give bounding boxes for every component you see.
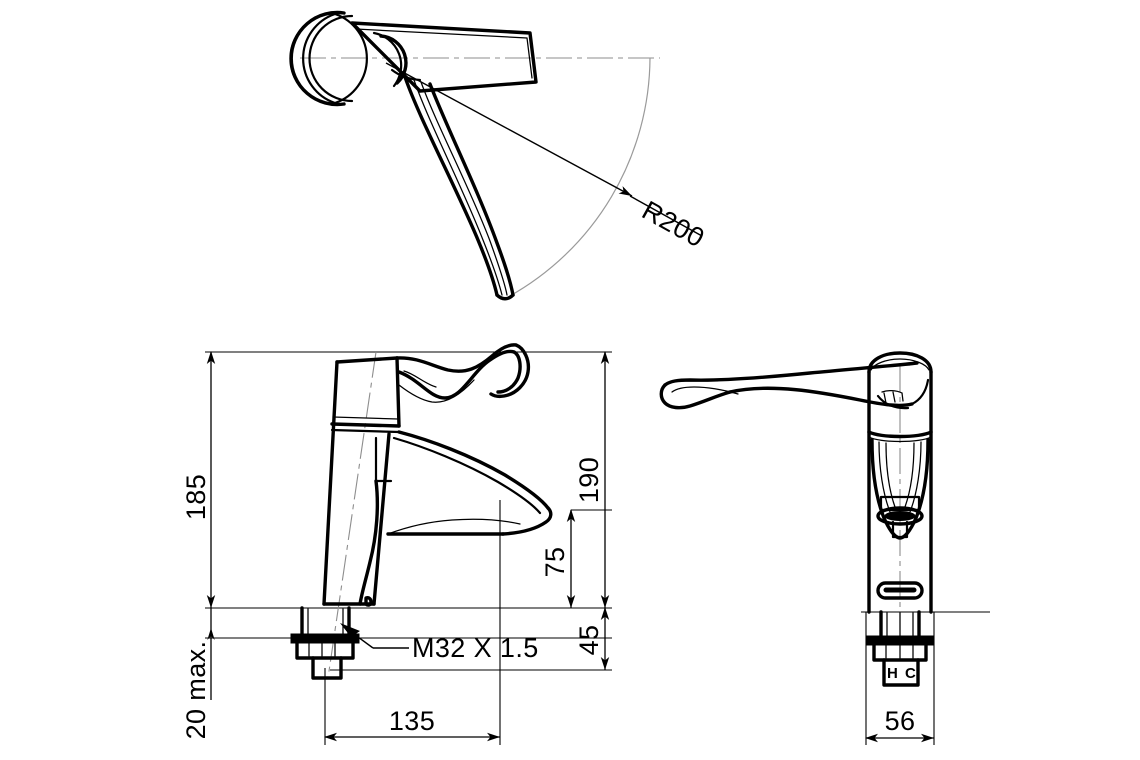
- side-badge-slot: [883, 587, 917, 593]
- dimension-135: 135: [389, 706, 435, 736]
- side-seam-upper: [867, 430, 933, 439]
- collar-groove: [332, 416, 399, 420]
- side-notch-rib-1: [883, 392, 887, 404]
- side-notch-rib-2: [892, 391, 896, 403]
- spout-top-edge: [397, 430, 550, 510]
- collar-right-edge: [395, 356, 401, 428]
- lever-blade-left-edge: [403, 75, 499, 297]
- lever-blade-crease-1: [413, 79, 503, 296]
- side-bowl-rib-right2: [904, 442, 915, 508]
- lever-arm-plan-inner: [355, 28, 533, 79]
- side-flange-washer: [865, 635, 935, 646]
- lever-tip-front: [496, 350, 522, 394]
- spout-back-fillet: [358, 479, 380, 606]
- collar-bottom: [330, 422, 401, 428]
- dimension-20-max: 20 max.: [181, 641, 211, 740]
- label-hot: H: [887, 665, 898, 682]
- cap-arc-detail-2: [372, 31, 403, 88]
- lever-tip-outer-front: [489, 343, 531, 399]
- dimension-45: 45: [574, 625, 604, 656]
- label-cold: C: [905, 665, 916, 682]
- dimension-r200: R200: [637, 195, 709, 253]
- barrel-outline-inner: [308, 14, 354, 103]
- barrel-back-edge: [302, 12, 337, 105]
- body-left-edge: [322, 360, 339, 606]
- side-cap-top: [867, 351, 933, 374]
- side-hc-block: [882, 658, 920, 687]
- side-bowl-rib-right: [909, 441, 922, 513]
- lever-topside-front: [395, 343, 518, 373]
- side-lever-hub: [910, 378, 930, 406]
- barrel-outline: [289, 10, 346, 107]
- front-view-group: 185 20 max. 190 45 75 135: [181, 343, 612, 745]
- thread-leader-arrowhead: [340, 623, 360, 637]
- barrel-front-edge: [333, 12, 368, 105]
- spout-top-inner: [392, 436, 542, 515]
- spout-nose: [501, 506, 553, 536]
- body-right-edge: [372, 432, 391, 606]
- side-aerator-hole: [884, 511, 916, 521]
- lever-blade-crease-2: [420, 81, 508, 296]
- top-view-group: R200: [289, 10, 709, 301]
- side-lever-tip: [659, 383, 732, 410]
- swing-arc: [507, 57, 651, 298]
- radius-leader-line: [385, 62, 633, 197]
- flange-washer: [290, 633, 360, 644]
- front-view-centerline: [327, 351, 377, 679]
- collar-bottom-inner: [330, 428, 401, 434]
- dimension-56: 56: [885, 706, 916, 736]
- dimension-190: 190: [574, 457, 604, 503]
- spout-underside-curve: [387, 518, 521, 535]
- thread-callout-m32: M32 X 1.5: [412, 633, 539, 663]
- lever-lower-crease-front: [398, 379, 475, 403]
- lever-blade-right-edge: [428, 82, 515, 297]
- side-outlet-stub: [891, 520, 909, 539]
- dim-arrow-20max: [207, 628, 215, 640]
- side-notch-lower: [876, 394, 910, 410]
- side-aerator-ring: [876, 506, 924, 526]
- lower-stub: [311, 656, 343, 680]
- side-notch-1: [881, 390, 903, 394]
- body-detail-nub: [364, 596, 373, 607]
- side-view-group: H C 56: [659, 351, 990, 745]
- side-badge-outline: [876, 581, 924, 600]
- dimension-75: 75: [540, 547, 570, 578]
- radius-leader-tail: [629, 195, 703, 237]
- body-top-edge: [335, 356, 399, 364]
- side-cap-top-inner: [870, 358, 930, 371]
- side-bowl-rib-left2: [885, 442, 896, 508]
- side-lock-nut: [872, 643, 928, 662]
- side-lever-tip-crease: [671, 386, 739, 395]
- lever-blade-tip: [495, 293, 515, 301]
- dimension-185: 185: [181, 474, 211, 520]
- side-lever-top-edge: [663, 361, 919, 387]
- side-lever-bottom-edge: [728, 386, 914, 408]
- lock-nut: [295, 641, 355, 660]
- side-bowl-rib-left: [878, 441, 891, 513]
- lever-underside-front: [397, 349, 516, 400]
- side-notch-rib-3: [901, 392, 904, 402]
- lever-crease-front: [403, 370, 437, 388]
- side-seam-upper-inner: [868, 436, 932, 443]
- cap-arc-detail: [379, 34, 408, 85]
